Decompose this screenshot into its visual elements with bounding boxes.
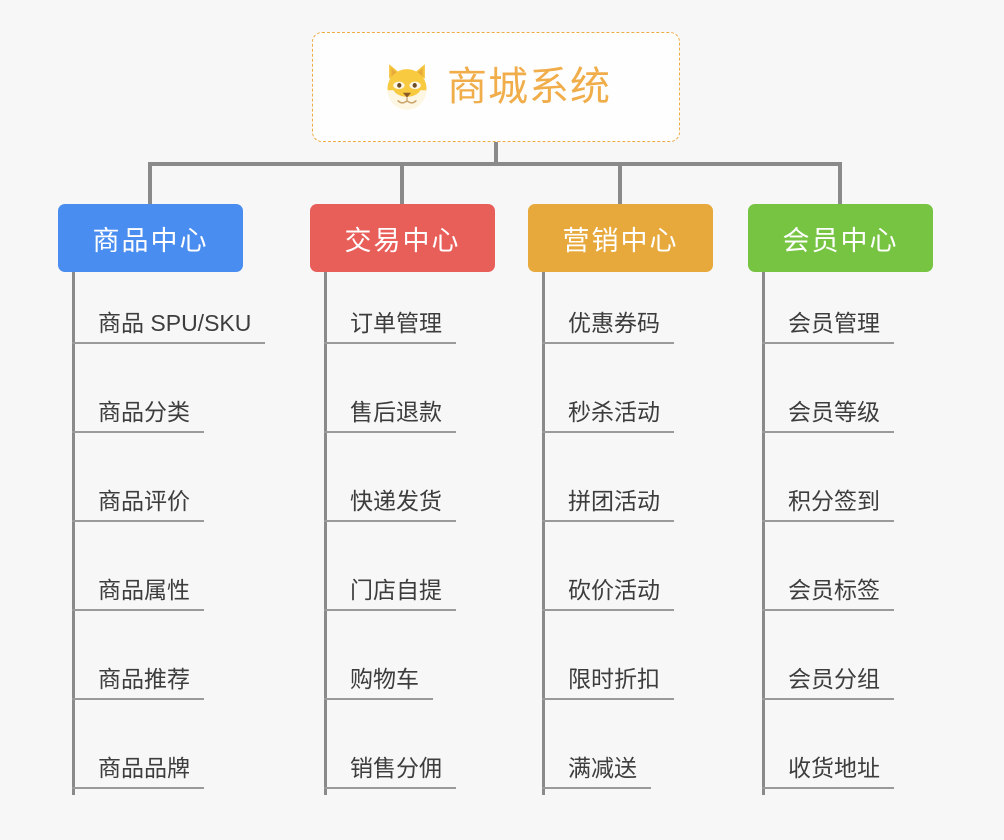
branch-spine-4 (762, 272, 765, 795)
leaf-item-label: 商品分类 (98, 399, 190, 425)
leaf-item[interactable]: 会员标签 (762, 579, 894, 611)
leaf-item[interactable]: 商品评价 (72, 490, 204, 522)
leaf-item[interactable]: 商品 SPU/SKU (72, 310, 266, 344)
root-title: 商城系统 (447, 65, 611, 109)
leaf-item[interactable]: 砍价活动 (542, 579, 674, 611)
leaf-item[interactable]: 商品推荐 (72, 668, 204, 700)
leaf-item[interactable]: 售后退款 (324, 401, 456, 433)
leaf-item[interactable]: 优惠券码 (542, 312, 674, 344)
leaf-item-label: 商品 SPU/SKU (98, 310, 252, 336)
branch-spine-2 (324, 272, 327, 795)
category-box-3[interactable]: 营销中心 (528, 204, 713, 272)
leaf-item-label: 会员标签 (788, 577, 880, 603)
branch-column-3: 营销中心 (528, 204, 713, 272)
branch-bus-connector (150, 162, 840, 166)
leaf-item-label: 销售分佣 (350, 755, 442, 781)
branch-column-2: 交易中心 (310, 204, 495, 272)
leaf-item-label: 快递发货 (350, 488, 442, 514)
shiba-dog-face-icon (387, 64, 427, 110)
leaf-item-label: 限时折扣 (568, 666, 660, 692)
leaf-item[interactable]: 快递发货 (324, 490, 456, 522)
leaf-item-label: 购物车 (350, 666, 419, 692)
category-box-2[interactable]: 交易中心 (310, 204, 495, 272)
leaf-item-label: 拼团活动 (568, 488, 660, 514)
root-node[interactable]: 商城系统 (312, 32, 680, 142)
root-stem-connector (494, 142, 498, 164)
leaf-item-label: 商品评价 (98, 488, 190, 514)
leaf-item[interactable]: 限时折扣 (542, 668, 674, 700)
leaf-item-label: 订单管理 (350, 310, 442, 336)
leaf-item[interactable]: 商品分类 (72, 401, 204, 433)
leaf-item-label: 会员分组 (788, 666, 880, 692)
branch-column-1: 商品中心 (58, 204, 243, 272)
leaf-item-label: 会员等级 (788, 399, 880, 425)
leaf-item[interactable]: 积分签到 (762, 490, 894, 522)
leaf-item-label: 门店自提 (350, 577, 442, 603)
branch-drop-connector-1 (148, 162, 152, 206)
leaf-item[interactable]: 满减送 (542, 757, 651, 789)
leaf-item[interactable]: 会员管理 (762, 312, 894, 344)
leaf-item[interactable]: 秒杀活动 (542, 401, 674, 433)
leaf-item-label: 售后退款 (350, 399, 442, 425)
branch-spine-3 (542, 272, 545, 795)
leaf-item-label: 商品推荐 (98, 666, 190, 692)
category-label: 营销中心 (562, 225, 679, 256)
leaf-item[interactable]: 购物车 (324, 668, 433, 700)
category-label: 交易中心 (344, 225, 461, 256)
leaf-item[interactable]: 商品属性 (72, 579, 204, 611)
leaf-item[interactable]: 订单管理 (324, 312, 456, 344)
leaf-item[interactable]: 商品品牌 (72, 757, 204, 789)
branch-drop-connector-3 (618, 162, 622, 206)
branch-drop-connector-2 (400, 162, 404, 206)
leaf-item-label: 商品品牌 (98, 755, 190, 781)
branch-drop-connector-4 (838, 162, 842, 206)
leaf-item[interactable]: 收货地址 (762, 757, 894, 789)
leaf-item-label: 砍价活动 (568, 577, 660, 603)
leaf-item[interactable]: 门店自提 (324, 579, 456, 611)
category-label: 商品中心 (92, 225, 209, 256)
leaf-item-label: 积分签到 (788, 488, 880, 514)
category-box-1[interactable]: 商品中心 (58, 204, 243, 272)
leaf-item[interactable]: 会员分组 (762, 668, 894, 700)
leaf-item-label: 满减送 (568, 755, 637, 781)
category-box-4[interactable]: 会员中心 (748, 204, 933, 272)
branch-column-4: 会员中心 (748, 204, 933, 272)
leaf-item[interactable]: 会员等级 (762, 401, 894, 433)
leaf-item-label: 收货地址 (788, 755, 880, 781)
leaf-item[interactable]: 销售分佣 (324, 757, 456, 789)
category-label: 会员中心 (782, 225, 899, 256)
leaf-item-label: 会员管理 (788, 310, 880, 336)
leaf-item-label: 优惠券码 (568, 310, 660, 336)
leaf-item[interactable]: 拼团活动 (542, 490, 674, 522)
leaf-item-label: 商品属性 (98, 577, 190, 603)
leaf-item-label: 秒杀活动 (568, 399, 660, 425)
branch-spine-1 (72, 272, 75, 795)
